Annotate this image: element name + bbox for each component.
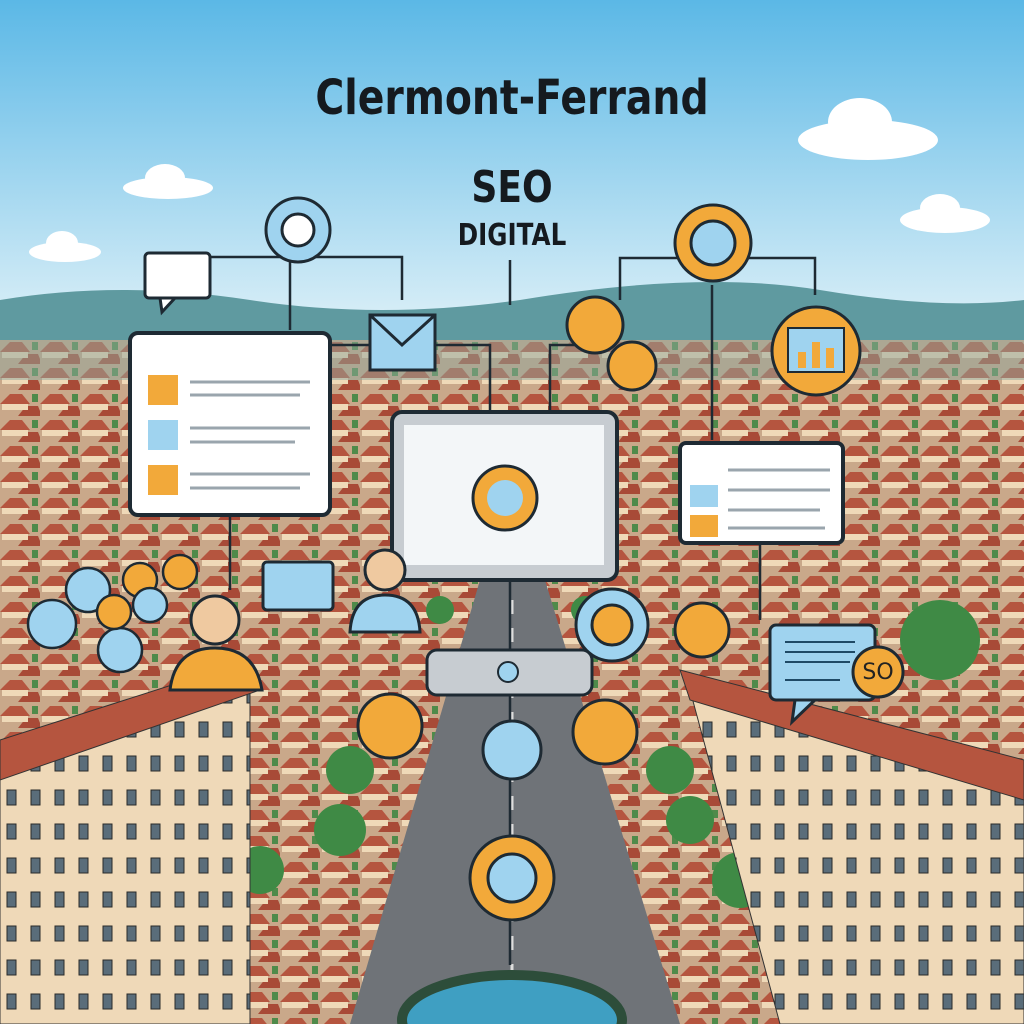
seo-chat-bubble [768,623,905,727]
chat-bubble-icon [143,251,212,316]
tagline: DIGITAL [457,218,567,253]
subtitle: SEO [471,162,553,213]
gear-icons-cluster [356,295,731,922]
title: Clermont-Ferrand [315,70,709,126]
person-icon [348,548,422,634]
document-panel-left [128,331,332,517]
person-icon [168,594,264,692]
buildings-right [679,669,1024,1024]
envelope-icon [368,313,437,372]
document-panel-right [678,441,845,545]
road [350,580,680,1024]
image-card-icon [261,560,335,612]
gear-icon [264,196,332,264]
dollar-gear-icon [673,203,753,283]
bar-chart-icon [770,305,862,397]
clouds [29,98,990,262]
fountain [397,970,627,1024]
small-circle-icons [26,553,199,674]
monitor-panel-center [390,410,619,582]
seo-badge-text: SO [862,660,894,685]
